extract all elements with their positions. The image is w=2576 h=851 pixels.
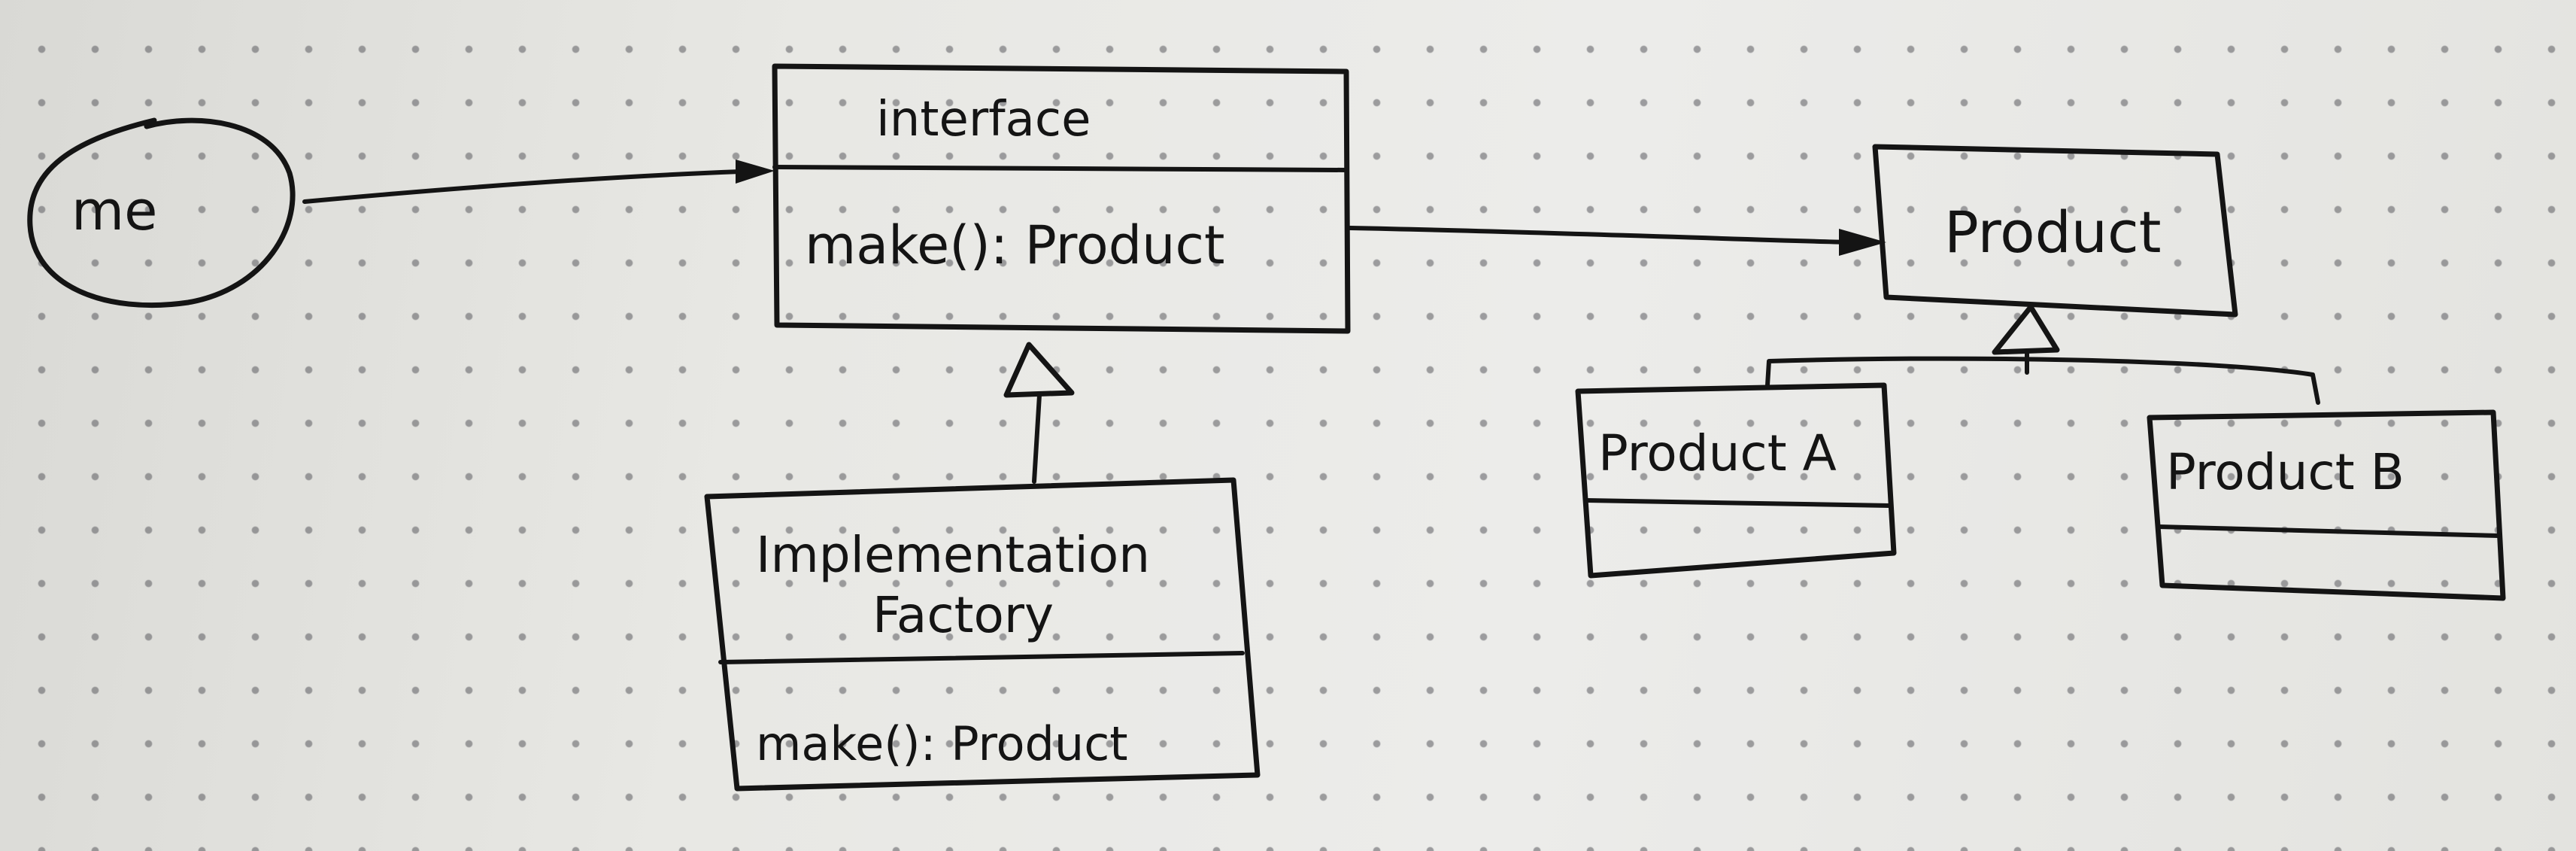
- actor-me: me: [27, 117, 296, 308]
- filled-arrowhead-icon: [736, 160, 775, 184]
- association-line: [302, 169, 743, 204]
- realization-line: [1032, 393, 1042, 484]
- generalization-arrow: [1765, 304, 2320, 405]
- interface-class-box: interface make(): Product: [772, 63, 1351, 334]
- factory-name-line1: Implementation: [756, 526, 1150, 584]
- product-box-outline: [1872, 144, 2238, 318]
- dependency-line: [1348, 226, 1852, 245]
- interface-box-divider: [772, 165, 1349, 172]
- product-class-box: Product: [1872, 144, 2238, 318]
- product-b-name: Product B: [2166, 443, 2405, 501]
- hollow-triangle-icon: [1992, 304, 2060, 355]
- product-name: Product: [1944, 199, 2162, 266]
- generalization-branch: [1765, 356, 2320, 405]
- actor-label: me: [71, 179, 157, 242]
- realization-arrow: [1003, 342, 1075, 484]
- product-b-box-divider: [2156, 524, 2501, 538]
- factory-method: make(): Product: [756, 716, 1128, 771]
- product-b-box-outline: [2147, 409, 2506, 601]
- product-b-class-box: Product B: [2147, 409, 2506, 601]
- interface-name: interface: [876, 92, 1091, 147]
- factory-class-box: Implementation Factory make(): Product: [704, 477, 1261, 792]
- factory-name-line2: Factory: [872, 586, 1054, 644]
- factory-box-divider: [718, 651, 1245, 664]
- factory-box-outline: [704, 477, 1261, 792]
- product-a-box-outline: [1575, 382, 1897, 579]
- interface-method: make(): Product: [805, 214, 1224, 276]
- hollow-triangle-icon: [1003, 342, 1075, 398]
- filled-arrowhead-icon: [1839, 229, 1886, 256]
- actor-circle: [27, 117, 296, 308]
- interface-box-outline: [772, 63, 1351, 334]
- product-a-class-box: Product A: [1575, 382, 1897, 579]
- arrow-interface-to-product: [1348, 226, 1886, 256]
- arrow-actor-to-interface: [302, 160, 775, 204]
- product-a-name: Product A: [1598, 424, 1837, 482]
- product-a-box-divider: [1585, 498, 1892, 508]
